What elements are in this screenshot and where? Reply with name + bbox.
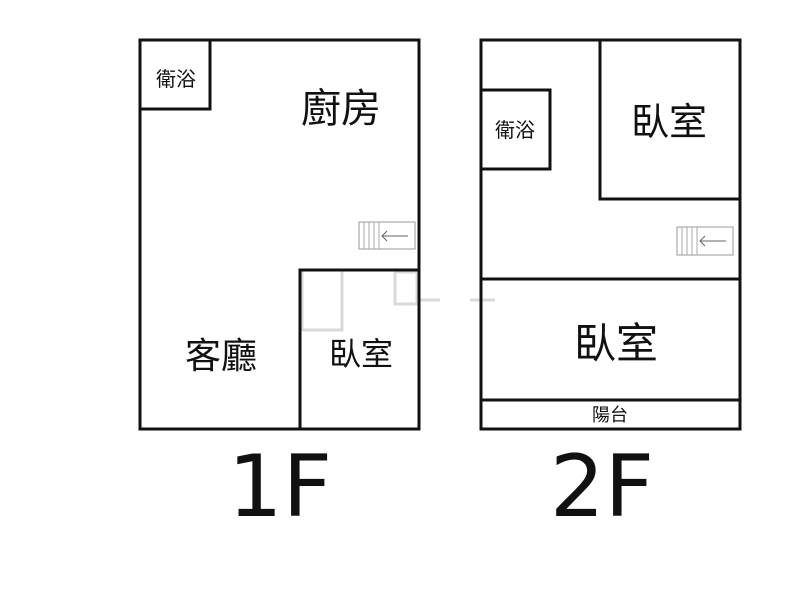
floor-2-bedroom-top-wall <box>598 40 740 201</box>
floor-1-kitchen-label: 廚房 <box>301 86 381 132</box>
floor-2-title: 2F <box>550 437 654 537</box>
floor-2-bathroom-wall <box>479 88 552 171</box>
floor-2-bedroom-bottom-label: 臥室 <box>574 319 658 368</box>
floor-2-stairs-arrow-icon <box>699 235 726 247</box>
floor-1-bedroom-label: 臥室 <box>329 335 393 373</box>
floor-2-stairs <box>676 226 734 256</box>
floor-1-title: 1F <box>228 437 332 537</box>
watermark <box>300 268 495 332</box>
floor-2-bathroom-label: 衛浴 <box>495 118 535 142</box>
floor-1-bedroom-wall <box>298 268 419 429</box>
floor-1-bathroom-label: 衛浴 <box>156 67 196 91</box>
floor-1-stairs <box>358 221 416 250</box>
floor-2-balcony-label: 陽台 <box>592 405 628 426</box>
floor-1-outline <box>138 38 421 431</box>
floor-1-bathroom-wall <box>140 40 212 111</box>
floor-2-bedroom-top-label: 臥室 <box>631 100 707 144</box>
floor-1-living-room-label: 客廳 <box>185 336 257 377</box>
floor-2-outline <box>479 38 742 431</box>
floor-1-stairs-arrow-icon <box>381 230 408 242</box>
floor-1-plan <box>138 38 421 431</box>
floor-2-plan <box>479 38 742 431</box>
